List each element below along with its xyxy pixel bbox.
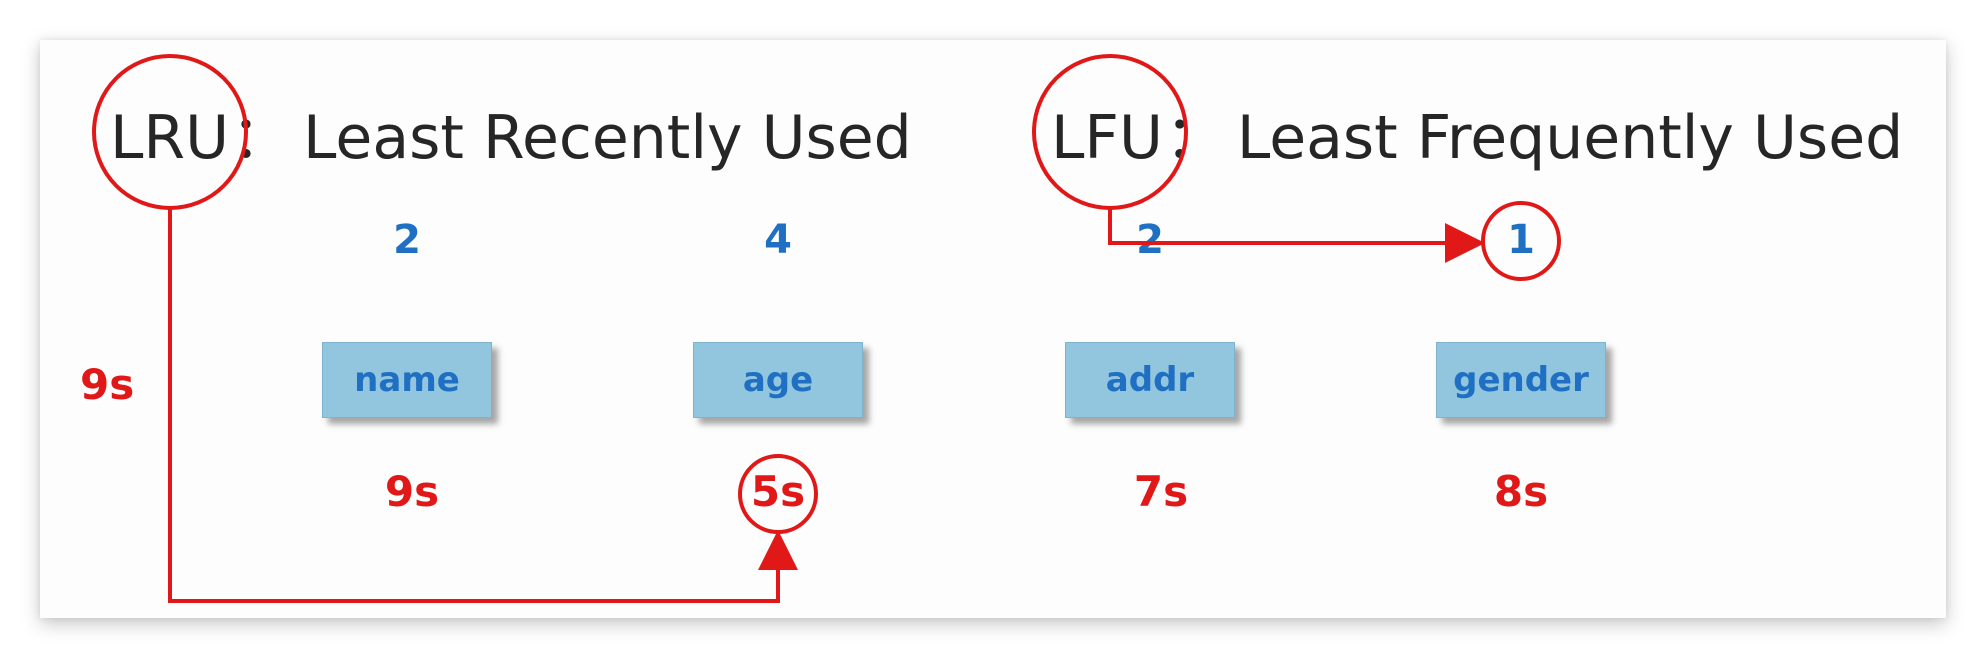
lfu-separator: ： [1164, 103, 1225, 173]
lru-fullname: Least Recently Used [303, 103, 912, 173]
time-addr: 7s [1133, 467, 1189, 516]
key-box-gender: gender [1436, 342, 1606, 418]
count-addr: 2 [1136, 217, 1164, 263]
lru-separator: ： [231, 103, 292, 173]
count-gender: 1 [1507, 217, 1535, 263]
lru-threshold-label: 9s [80, 360, 135, 409]
lfu-fullname: Least Frequently Used [1236, 103, 1904, 173]
time-name: 9s [384, 467, 440, 516]
time-gender: 8s [1493, 467, 1549, 516]
key-box-name: name [322, 342, 492, 418]
key-box-age: age [693, 342, 863, 418]
lfu-abbr: LFU [1051, 103, 1163, 173]
count-age: 4 [764, 217, 792, 263]
lru-heading: LRU：Least Recently Used [110, 98, 912, 178]
count-name: 2 [393, 217, 421, 263]
lfu-heading: LFU：Least Frequently Used [1051, 98, 1903, 178]
key-box-addr: addr [1065, 342, 1235, 418]
time-age: 5s [750, 467, 806, 516]
lru-abbr: LRU [110, 103, 230, 173]
